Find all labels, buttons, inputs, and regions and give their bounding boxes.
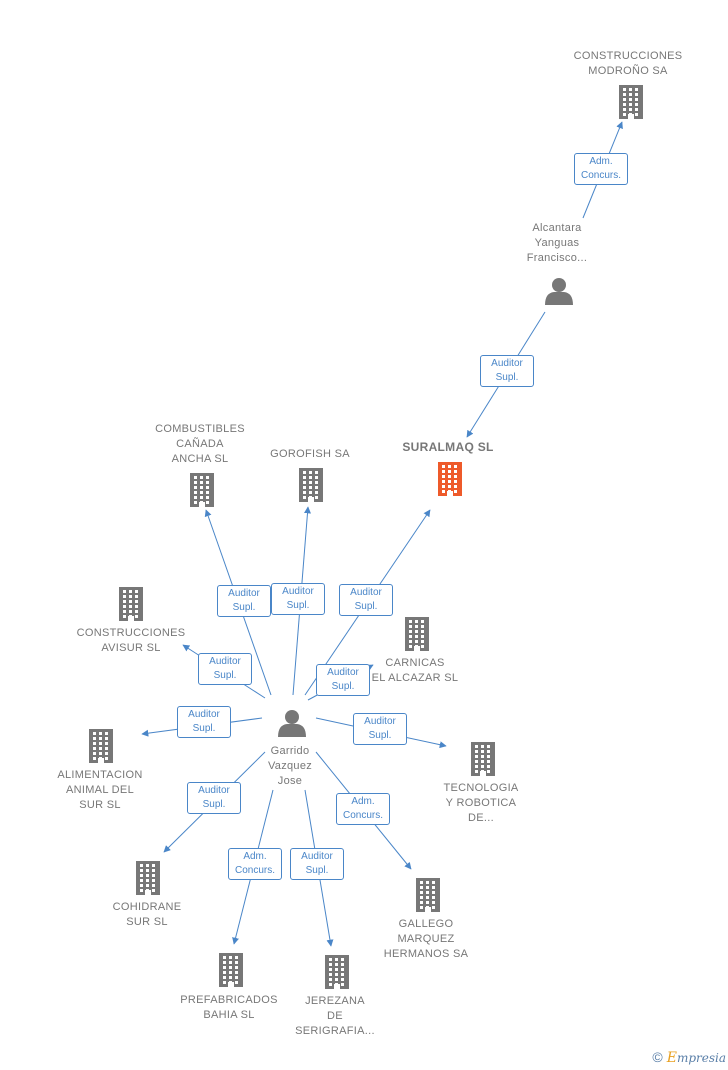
node-label-carnicas[interactable]: CARNICAS EL ALCAZAR SL (371, 657, 459, 684)
edge-role-label[interactable]: Auditor Supl. (353, 713, 407, 745)
edge-role-label[interactable]: Auditor Supl. (271, 583, 325, 615)
building-icon[interactable] (471, 742, 495, 776)
person-icon[interactable] (278, 710, 306, 737)
building-icon[interactable] (219, 953, 243, 987)
edge-role-label[interactable]: Adm. Concurs. (336, 793, 390, 825)
node-label-alcantara[interactable]: Alcantara Yanguas Francisco... (526, 222, 588, 264)
node-label-tecnologia[interactable]: TECNOLOGIA Y ROBOTICA DE... (443, 782, 519, 824)
person-icon[interactable] (545, 278, 573, 305)
brand-footer: ©Empresia (652, 1049, 726, 1066)
building-icon[interactable] (325, 955, 349, 989)
node-label-avisur[interactable]: CONSTRUCCIONES AVISUR SL (76, 627, 186, 654)
copyright-icon: © (652, 1049, 663, 1065)
building-icon[interactable] (89, 729, 113, 763)
node-label-jerezana[interactable]: JEREZANA DE SERIGRAFIA... (295, 995, 375, 1037)
edge-role-label[interactable]: Auditor Supl. (480, 355, 534, 387)
edge-role-label[interactable]: Adm. Concurs. (228, 848, 282, 880)
building-icon[interactable] (416, 878, 440, 912)
building-icon[interactable] (619, 85, 643, 119)
node-label-alimentacion[interactable]: ALIMENTACION ANIMAL DEL SUR SL (57, 769, 143, 811)
node-label-suralmaq[interactable]: SURALMAQ SL (402, 440, 494, 454)
edge-role-label[interactable]: Auditor Supl. (217, 585, 271, 617)
edge-role-label[interactable]: Auditor Supl. (339, 584, 393, 616)
edge-role-label[interactable]: Auditor Supl. (177, 706, 231, 738)
node-label-gallego[interactable]: GALLEGO MARQUEZ HERMANOS SA (383, 918, 469, 960)
edge-role-label[interactable]: Auditor Supl. (316, 664, 370, 696)
brand-logo-text: mpresia (676, 1051, 726, 1065)
building-icon[interactable] (405, 617, 429, 651)
edge-role-label[interactable]: Adm. Concurs. (574, 153, 628, 185)
building-icon[interactable] (136, 861, 160, 895)
edge-role-label[interactable]: Auditor Supl. (290, 848, 344, 880)
node-label-garrido[interactable]: Garrido Vazquez Jose (267, 745, 313, 787)
edge-role-label[interactable]: Auditor Supl. (187, 782, 241, 814)
edge-role-label[interactable]: Auditor Supl. (198, 653, 252, 685)
building-icon[interactable] (299, 468, 323, 502)
node-label-construcciones_modrono[interactable]: CONSTRUCCIONES MODROÑO SA (573, 50, 683, 77)
building-icon[interactable] (119, 587, 143, 621)
node-label-prefabricados[interactable]: PREFABRICADOS BAHIA SL (180, 994, 278, 1021)
node-label-combustibles[interactable]: COMBUSTIBLES CAÑADA ANCHA SL (155, 423, 245, 465)
node-label-cohidrane[interactable]: COHIDRANE SUR SL (112, 901, 182, 928)
building-icon[interactable] (190, 473, 214, 507)
brand-logo-initial: E (666, 1050, 677, 1066)
node-label-gorofish[interactable]: GOROFISH SA (270, 448, 350, 460)
building-icon-focus[interactable] (438, 462, 462, 496)
